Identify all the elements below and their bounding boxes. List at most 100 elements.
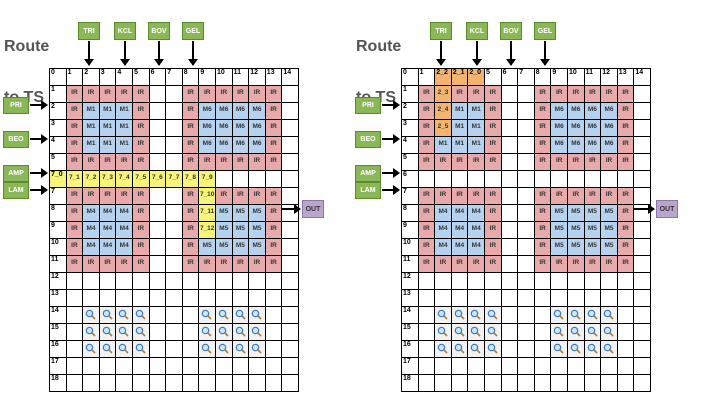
empty-cell [166,290,183,307]
cell-text: IR [270,157,277,164]
reservoir-cell: IR [133,86,150,103]
route-cell: 2_0 [468,69,485,86]
empty-cell [116,375,133,392]
empty-cell [551,358,568,375]
cell-text: IR [489,106,497,113]
cell-text: 7_8 [185,174,197,181]
cell-text: M5 [587,242,597,249]
empty-cell [282,222,299,239]
module-tri[interactable]: TRI [78,22,100,40]
cell-label: 2 [51,103,55,110]
cell-text: IR [489,225,497,232]
cell-text: M5 [604,208,614,215]
empty-cell [232,171,250,188]
cell-text: M5 [554,225,564,232]
empty-cell [149,375,167,392]
module-lam[interactable]: LAM [3,182,29,199]
reservoir-cell: IR [265,256,283,273]
empty-cell [534,307,552,324]
cell-text: IR [572,191,580,198]
cell-text: M6 [587,123,597,130]
reservoir-cell: IR [265,120,283,137]
mixer-cell: M1 [99,103,117,120]
row-label: 17 [50,358,67,375]
route-cell: 2_2 [435,69,452,86]
cell-label: 9 [200,69,205,76]
module-gel[interactable]: GEL [534,22,556,40]
empty-cell [551,273,568,290]
cell-text: IR [555,157,563,164]
cell-label: 10 [217,69,225,76]
mixer-cell: M6 [216,103,233,120]
module-out[interactable]: OUT [302,200,324,218]
row-label: 18 [50,375,67,392]
empty-cell [435,375,452,392]
module-pri[interactable]: PRI [3,97,29,114]
cell-text: IR [120,259,128,266]
module-beo[interactable]: BEO [3,131,29,148]
cell-text: IR [605,191,613,198]
module-amp[interactable]: AMP [3,165,29,182]
detector-cell [83,324,100,341]
empty-cell [435,273,452,290]
empty-cell [265,341,283,358]
route-cell: 7_8 [182,171,200,188]
cell-text: IR [555,89,563,96]
mixer-cell: M6 [232,120,250,137]
row-label: 12 [50,273,67,290]
reservoir-cell: IR [551,154,568,171]
empty-cell [568,171,585,188]
module-kcl[interactable]: KCL [466,22,488,40]
module-gel[interactable]: GEL [182,22,204,40]
reservoir-cell: IR [418,103,436,120]
cell-text: IR [270,208,277,215]
module-lam[interactable]: LAM [355,182,381,199]
column-label: 9 [199,69,216,86]
cell-text: M4 [455,242,465,249]
right-arrow-icon [382,100,400,110]
cell-text: M4 [119,242,129,249]
cell-text: M1 [103,123,113,130]
route-cell: 7_1 [66,171,84,188]
cell-text: IR [71,191,78,198]
right-arrow-icon [30,185,48,195]
empty-cell [617,341,635,358]
reservoir-cell: IR [133,154,150,171]
mixer-cell: M5 [568,205,585,222]
column-label: 7 [166,69,183,86]
cell-text: M5 [554,208,564,215]
output-arrow-icon [634,204,655,214]
detector-cell [568,341,585,358]
module-tri[interactable]: TRI [430,22,452,40]
module-bov[interactable]: BOV [148,22,170,40]
empty-cell [149,239,167,256]
module-bov[interactable]: BOV [500,22,522,40]
empty-cell [501,103,519,120]
module-out[interactable]: OUT [656,200,678,218]
reservoir-cell: IR [83,154,100,171]
empty-cell [418,273,436,290]
empty-cell [501,120,519,137]
row-label: 2 [50,103,67,120]
detector-cell [199,307,216,324]
column-label: 1 [418,69,436,86]
empty-cell [435,171,452,188]
reservoir-cell: IR [249,86,266,103]
module-beo[interactable]: BEO [355,131,381,148]
cell-text: M4 [455,208,465,215]
empty-cell [66,290,84,307]
cell-text: M5 [219,242,229,249]
module-amp[interactable]: AMP [355,165,381,182]
empty-cell [166,103,183,120]
module-pri[interactable]: PRI [355,97,381,114]
reservoir-cell: IR [568,154,585,171]
reservoir-cell: IR [249,188,266,205]
cell-text: M6 [604,106,614,113]
mixer-cell: M4 [99,205,117,222]
mixer-cell: M4 [116,239,133,256]
empty-cell [166,307,183,324]
cell-label: 2_2 [436,69,448,76]
module-kcl[interactable]: KCL [114,22,136,40]
cell-text: IR [622,225,629,232]
cell-text: IR [489,208,497,215]
